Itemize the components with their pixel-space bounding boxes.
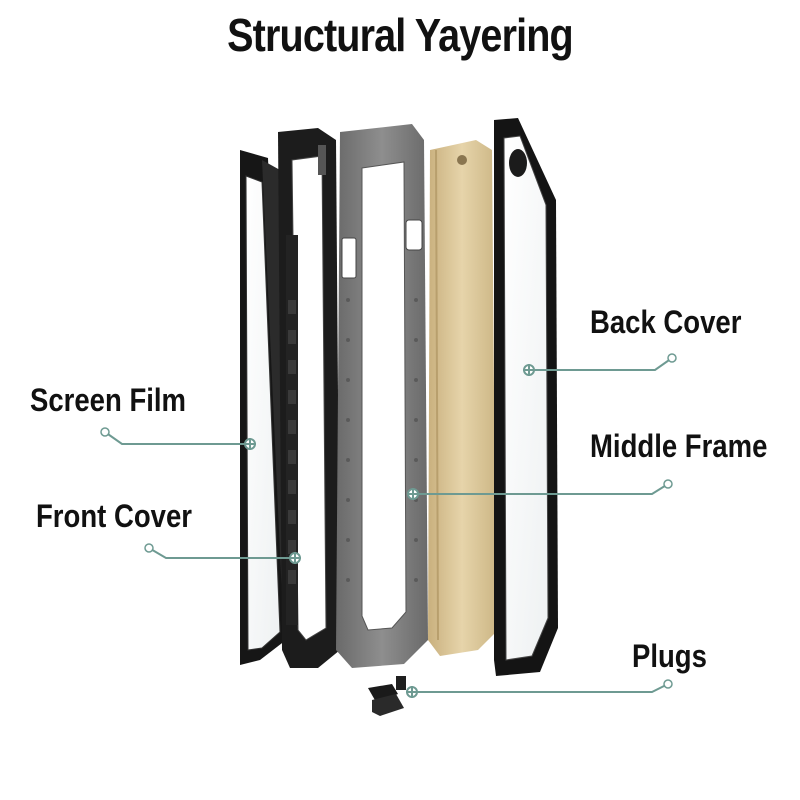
front-cover-layer [278, 128, 340, 668]
leader-back-cover [529, 357, 673, 371]
endpoint-dot [663, 479, 673, 489]
endpoint-dot [144, 543, 154, 553]
leader-screen-film [104, 431, 250, 445]
leader-middle-frame [413, 483, 669, 495]
plugs-part [368, 676, 406, 716]
crosshair-middle-frame [407, 488, 419, 500]
label-plugs: Plugs [632, 638, 707, 674]
endpoint-dot [663, 679, 673, 689]
label-middle-frame: Middle Frame [590, 428, 768, 464]
leader-endpoints [100, 353, 677, 689]
crosshair-back-cover [523, 364, 535, 376]
crosshair-front-cover [289, 552, 301, 564]
label-screen-film: Screen Film [30, 382, 187, 418]
crosshair-plugs [406, 686, 418, 698]
target-crosshairs [244, 364, 535, 698]
leader-plugs [412, 683, 669, 693]
crosshair-screen-film [244, 438, 256, 450]
label-back-cover: Back Cover [590, 304, 742, 340]
endpoint-dot [667, 353, 677, 363]
back-cover-layer [494, 118, 558, 676]
leader-lines [104, 357, 673, 693]
diagram-title: Structural Yayering [227, 9, 574, 61]
label-front-cover: Front Cover [36, 498, 192, 534]
phone-body [428, 140, 496, 656]
middle-frame-layer [336, 124, 428, 668]
endpoint-dot [100, 427, 110, 437]
screen-film-layer [240, 150, 298, 665]
leader-front-cover [148, 547, 295, 559]
